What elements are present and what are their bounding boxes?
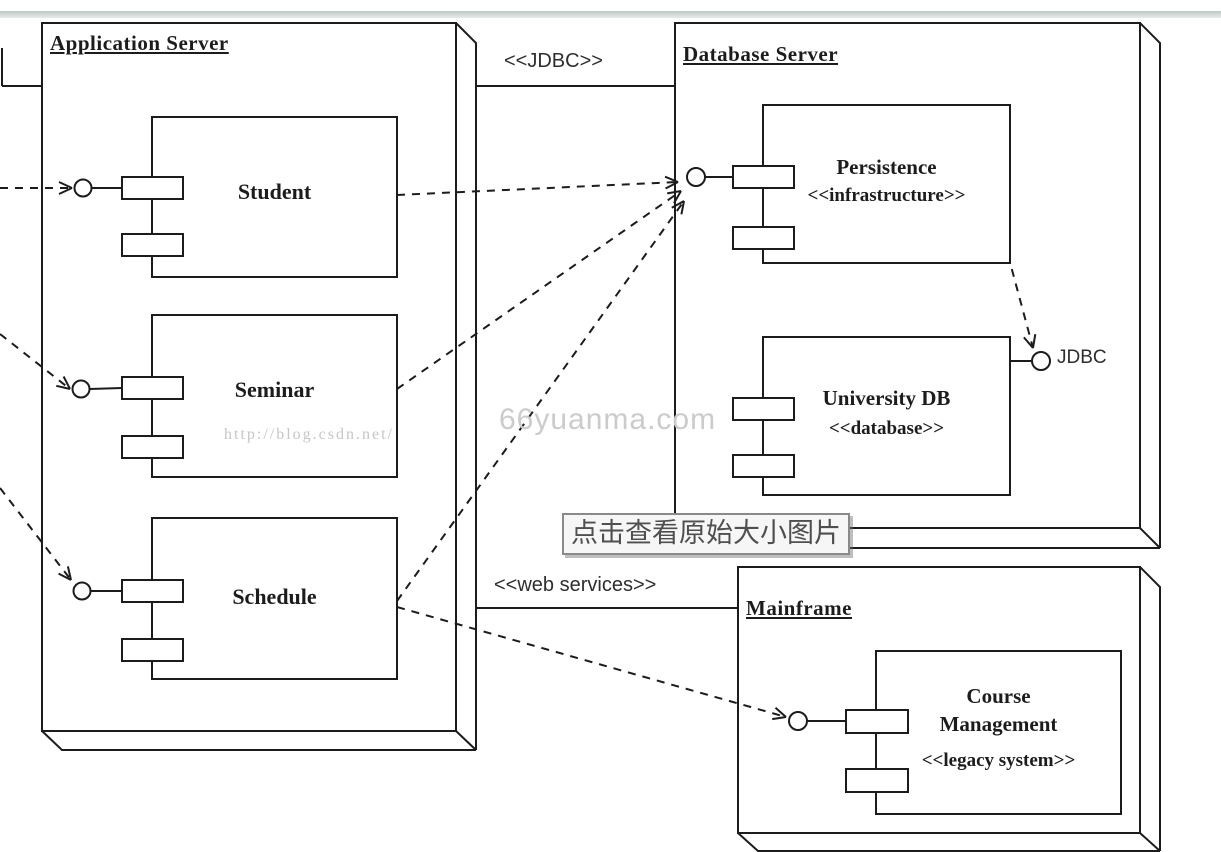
dependency-schedule-to-course-management xyxy=(396,606,787,718)
arrow-icon xyxy=(1023,334,1037,349)
arrow-icon xyxy=(667,190,682,204)
dependency-client-to-schedule xyxy=(0,487,72,581)
mainframe-title: Mainframe xyxy=(746,596,852,620)
component-tab-icon xyxy=(732,397,795,421)
persistence-component xyxy=(686,104,1011,264)
course-management-name: Course Management xyxy=(939,684,1058,736)
jdbc-path-label: <<JDBC>> xyxy=(504,50,603,72)
dependency-arrow-icons xyxy=(56,175,1037,721)
view-original-image-tooltip[interactable]: 点击查看原始大小图片 xyxy=(562,513,850,555)
seminar-name: Seminar xyxy=(234,377,315,402)
course-management-stereotype: <<legacy system>> xyxy=(921,750,1076,771)
component-tab-icon xyxy=(121,638,184,662)
course-management-component xyxy=(788,650,1122,815)
database-server-title: Database Server xyxy=(683,42,839,66)
page-top-divider xyxy=(0,11,1221,18)
seminar-component xyxy=(71,314,398,478)
jdbc-interface-lollipop-icon xyxy=(1031,351,1051,371)
dependency-student-to-persistence xyxy=(396,181,679,196)
jdbc-interface-label: JDBC xyxy=(1057,347,1107,368)
component-tab-icon xyxy=(121,435,184,459)
web-services-path-label: <<web services>> xyxy=(494,574,657,596)
student-component xyxy=(73,116,398,278)
application-server-title: Application Server xyxy=(50,31,229,55)
university-db-name: University DB xyxy=(822,386,951,410)
arrow-icon xyxy=(664,175,679,190)
arrow-icon xyxy=(58,566,72,581)
site-watermark: 66yuanma.com xyxy=(499,403,717,436)
csdn-blog-watermark: http://blog.csdn.net/ xyxy=(224,426,394,443)
interface-ball-icon xyxy=(71,379,91,399)
arrow-icon xyxy=(772,707,787,721)
schedule-component xyxy=(72,517,398,680)
persistence-stereotype: <<infrastructure>> xyxy=(807,185,966,206)
component-tab-icon xyxy=(732,454,795,478)
university-db-stereotype: <<database>> xyxy=(828,418,945,439)
arrow-icon xyxy=(671,200,685,215)
persistence-name: Persistence xyxy=(836,155,937,179)
arrow-icon xyxy=(58,181,73,195)
dependency-seminar-to-persistence xyxy=(396,190,682,390)
interface-ball-icon xyxy=(73,178,93,198)
dependency-schedule-to-persistence xyxy=(396,200,685,602)
student-name: Student xyxy=(237,179,312,204)
interface-ball-icon xyxy=(788,711,808,731)
interface-ball-icon xyxy=(72,581,92,601)
component-tab-icon xyxy=(732,226,795,250)
arrow-icon xyxy=(56,376,71,390)
interface-ball-icon xyxy=(686,167,706,187)
cropped-client-node xyxy=(1,48,42,87)
component-tab-icon xyxy=(121,233,184,257)
schedule-name: Schedule xyxy=(232,584,317,609)
component-tab-icon xyxy=(845,768,909,793)
university-db-component xyxy=(732,336,1051,496)
